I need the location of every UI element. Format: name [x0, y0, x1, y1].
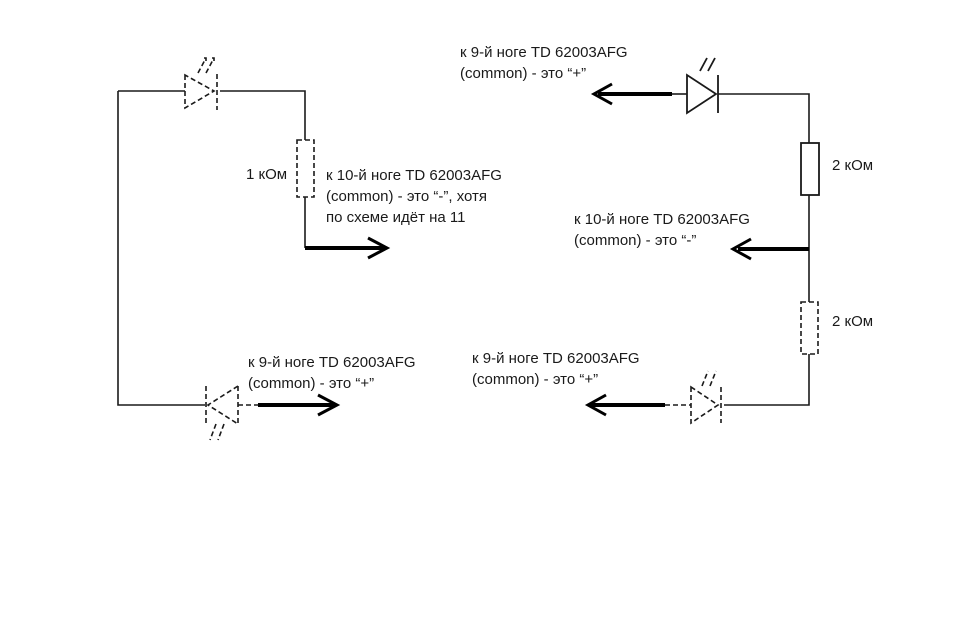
right-note-top-line-1: к 9-й ноге TD 62003AFG	[460, 44, 628, 61]
right-resistor-top-label: 2 кОм	[832, 157, 874, 174]
right-top-led	[672, 57, 719, 115]
left-right-arrow	[305, 236, 391, 260]
left-note-bottom: к 9-й ноге TD 62003AFG (common) - это “+…	[248, 352, 416, 394]
left-bottom-arrow	[258, 393, 341, 417]
right-note-middle: к 10-й ноге TD 62003AFG (common) - это “…	[574, 209, 750, 251]
right-top-arrow	[590, 82, 672, 106]
right-note-bottom-line-2: (common) - это “+”	[472, 371, 599, 388]
right-note-middle-line-2: (common) - это “-”	[574, 232, 697, 249]
left-bottom-led	[205, 384, 258, 441]
right-bottom-led	[665, 370, 722, 425]
left-note-right-line-1: к 10-й ноге TD 62003AFG	[326, 167, 502, 184]
right-note-middle-line-1: к 10-й ноге TD 62003AFG	[574, 211, 750, 228]
right-note-bottom: к 9-й ноге TD 62003AFG (common) - это “+…	[472, 348, 640, 390]
right-note-top-line-2: (common) - это “+”	[460, 65, 587, 82]
left-note-right-line-2: (common) - это “-”, хотя	[326, 188, 488, 205]
right-resistor-bottom-label: 2 кОм	[832, 313, 874, 330]
right-wire-bottom	[724, 354, 810, 406]
right-middle-arrow	[729, 237, 809, 261]
right-circuit	[584, 57, 820, 425]
left-circuit	[117, 57, 391, 441]
right-resistor-top	[800, 142, 820, 196]
left-note-bottom-line-2: (common) - это “+”	[248, 375, 375, 392]
right-bottom-arrow	[584, 393, 665, 417]
left-wire-top-right	[220, 90, 306, 140]
right-note-bottom-line-1: к 9-й ноге TD 62003AFG	[472, 350, 640, 367]
right-resistor-bottom	[800, 301, 819, 355]
left-note-bottom-line-1: к 9-й ноге TD 62003AFG	[248, 354, 416, 371]
right-wire-top	[718, 93, 810, 143]
right-note-top: к 9-й ноге TD 62003AFG (common) - это “+…	[460, 42, 628, 84]
left-top-led	[184, 57, 218, 110]
left-note-right-line-3: по схеме идёт на 11	[326, 209, 466, 226]
left-note-right: к 10-й ноге TD 62003AFG (common) - это “…	[326, 165, 502, 228]
left-wire-frame	[117, 91, 205, 406]
left-resistor	[296, 139, 315, 198]
left-resistor-label: 1 кОм	[246, 166, 288, 183]
